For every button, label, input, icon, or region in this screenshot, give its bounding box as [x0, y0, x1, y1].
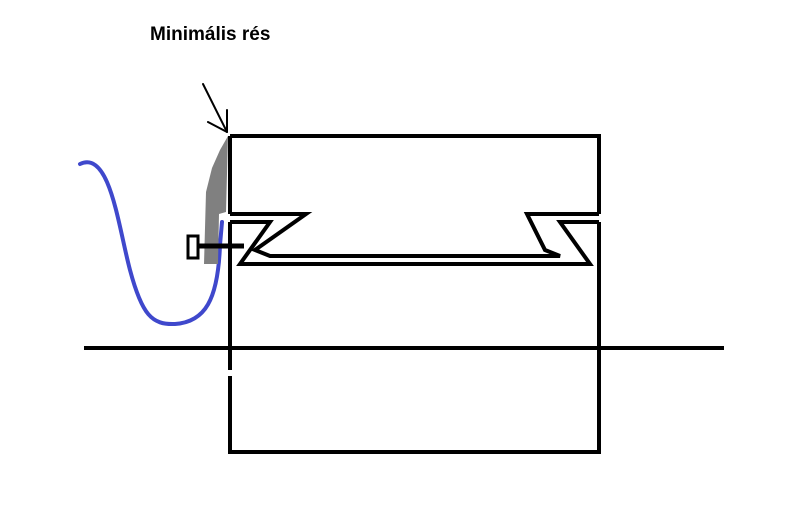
- clamp-screw: [186, 234, 244, 260]
- flexible-hose-line: [78, 160, 224, 327]
- lower-dovetail-tongue: [230, 220, 599, 266]
- upper-dovetail-edge: [230, 212, 599, 258]
- minimal-gap-label: Minimális rés: [150, 24, 271, 45]
- upper-block: [228, 134, 601, 214]
- seal-wiper: [204, 136, 228, 264]
- pointer-arrow: [202, 83, 228, 133]
